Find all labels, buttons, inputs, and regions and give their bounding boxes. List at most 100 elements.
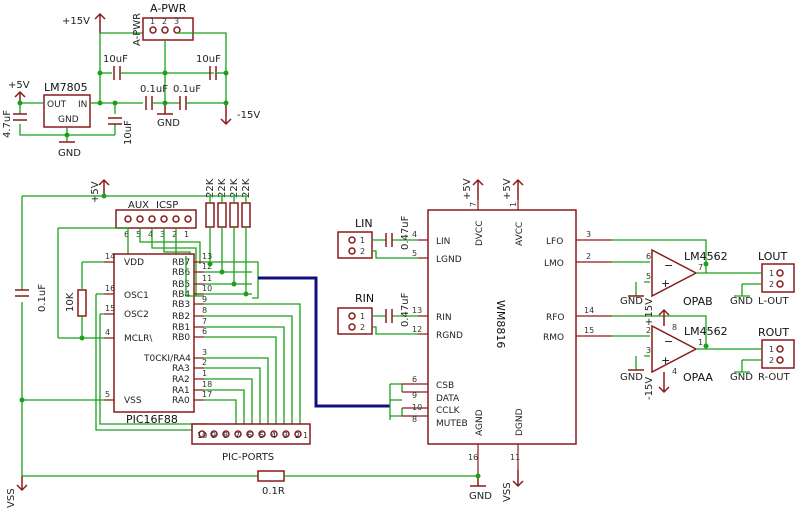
svg-text:7: 7 [469, 202, 478, 207]
svg-text:1: 1 [360, 312, 365, 321]
cap-10uf-a: 10uF [103, 54, 128, 80]
svg-text:2: 2 [162, 17, 167, 26]
svg-text:2: 2 [360, 247, 365, 256]
plus15-label: +15V [62, 16, 90, 27]
gnd-top: GND [157, 103, 180, 129]
wm8816: WM8816 [402, 200, 612, 476]
plus5-symbol-a: +5V [8, 80, 30, 103]
svg-text:2: 2 [202, 358, 207, 367]
svg-text:14: 14 [105, 252, 115, 261]
svg-text:RIN: RIN [355, 292, 374, 305]
vss-wm: VSS [502, 470, 524, 502]
svg-text:16: 16 [468, 453, 478, 462]
aux-icsp-header: AUX ICSP 6 5 4 3 2 1 [115, 200, 197, 239]
cap-01uf-b: 0.1uF [173, 84, 201, 110]
svg-text:15: 15 [105, 304, 115, 313]
svg-text:OPAB: OPAB [683, 295, 713, 308]
svg-text:DGND: DGND [515, 408, 525, 436]
cap-01uf-a: 0.1uF [140, 84, 168, 110]
svg-text:RFO: RFO [546, 313, 565, 323]
pic-left-pins: VDD OSC1 OSC2 MCLR\ VSS 14 16 15 4 5 [105, 252, 153, 406]
svg-text:10K: 10K [65, 292, 76, 312]
plus5-symbol-b: +5V [90, 178, 110, 203]
svg-text:1: 1 [360, 236, 365, 245]
gnd-opaa: GND [620, 369, 644, 383]
svg-text:GND: GND [58, 148, 81, 159]
svg-text:13: 13 [202, 252, 212, 261]
svg-text:MUTEB: MUTEB [436, 419, 468, 429]
lout-jack: LOUT 1 2 GND L-OUT [730, 250, 795, 307]
svg-text:CCLK: CCLK [436, 406, 461, 416]
svg-text:3: 3 [174, 17, 179, 26]
pic-right-pins: RB7 RB6 RB5 RB4 RB3 RB2 RB1 RB0 T0CKI/RA… [143, 252, 212, 406]
svg-text:1: 1 [202, 369, 207, 378]
lin-jack: LIN 1 2 [337, 217, 373, 259]
svg-text:22K: 22K [241, 178, 252, 198]
svg-text:17: 17 [202, 390, 212, 399]
svg-text:GND: GND [469, 491, 492, 502]
svg-text:9: 9 [211, 431, 216, 440]
rout-jack: ROUT 1 2 GND R-OUT [730, 326, 795, 383]
svg-text:T0CKI/RA4: T0CKI/RA4 [143, 354, 191, 364]
svg-text:4: 4 [672, 367, 677, 376]
svg-text:RB0: RB0 [172, 333, 190, 343]
svg-text:0.47uF: 0.47uF [400, 292, 411, 327]
svg-text:GND: GND [58, 115, 79, 125]
lm7805: LM7805 OUT IN GND [43, 81, 91, 128]
svg-text:OSC2: OSC2 [124, 310, 149, 320]
resistors-22k: 22K 22K 22K 22K [205, 178, 252, 228]
svg-text:0.1uF: 0.1uF [140, 84, 168, 95]
svg-text:8: 8 [223, 431, 228, 440]
wm-right-pins: LFO LMO RFO RMO 3 2 14 15 [543, 230, 594, 343]
svg-text:6: 6 [124, 230, 129, 239]
svg-text:LM7805: LM7805 [44, 81, 88, 94]
svg-text:DATA: DATA [436, 394, 460, 404]
cap-047-r: 0.47uF [385, 292, 411, 327]
svg-text:LFO: LFO [546, 237, 563, 247]
rin-jack: RIN 1 2 [337, 292, 374, 335]
gnd-opab: GND [620, 295, 644, 307]
vss-left: VSS [6, 476, 28, 508]
svg-text:3: 3 [202, 348, 207, 357]
minus15-label: -15V [237, 110, 260, 121]
svg-text:LMO: LMO [544, 259, 564, 269]
svg-text:1: 1 [184, 230, 189, 239]
svg-text:RA2: RA2 [172, 375, 190, 385]
svg-text:22K: 22K [217, 178, 228, 198]
svg-text:2: 2 [295, 431, 300, 440]
svg-text:OPAA: OPAA [683, 371, 713, 384]
svg-text:6: 6 [202, 327, 207, 336]
svg-text:14: 14 [584, 306, 594, 315]
svg-text:+5V: +5V [502, 178, 513, 200]
svg-text:GND: GND [620, 372, 643, 383]
svg-text:RA0: RA0 [172, 396, 190, 406]
svg-text:R-OUT: R-OUT [758, 372, 791, 383]
svg-text:5: 5 [105, 390, 110, 399]
svg-text:AUX: AUX [128, 200, 149, 211]
svg-text:1: 1 [769, 345, 774, 354]
svg-text:1: 1 [509, 202, 518, 207]
svg-text:1: 1 [303, 431, 308, 440]
svg-text:LIN: LIN [355, 217, 373, 230]
data-bus [258, 276, 390, 408]
svg-text:0.1R: 0.1R [262, 486, 285, 497]
svg-text:4: 4 [105, 328, 110, 337]
svg-text:DVCC: DVCC [475, 221, 485, 247]
cap-01uf-mcu: 0.1uF [15, 284, 48, 312]
svg-text:1: 1 [150, 17, 155, 26]
svg-text:10uF: 10uF [196, 54, 221, 65]
svg-text:3: 3 [646, 346, 651, 355]
svg-text:RA1: RA1 [172, 386, 190, 396]
svg-text:GND: GND [730, 296, 753, 307]
svg-text:RA3: RA3 [172, 364, 190, 374]
svg-text:2: 2 [769, 356, 774, 365]
svg-text:6: 6 [412, 375, 417, 384]
svg-text:8: 8 [412, 415, 417, 424]
svg-text:3: 3 [283, 431, 288, 440]
svg-text:13: 13 [412, 306, 422, 315]
svg-text:10: 10 [202, 284, 212, 293]
svg-text:LIN: LIN [436, 237, 450, 247]
opaa: − + 2 3 1 8 4 LM4562 OPAA [646, 323, 728, 384]
